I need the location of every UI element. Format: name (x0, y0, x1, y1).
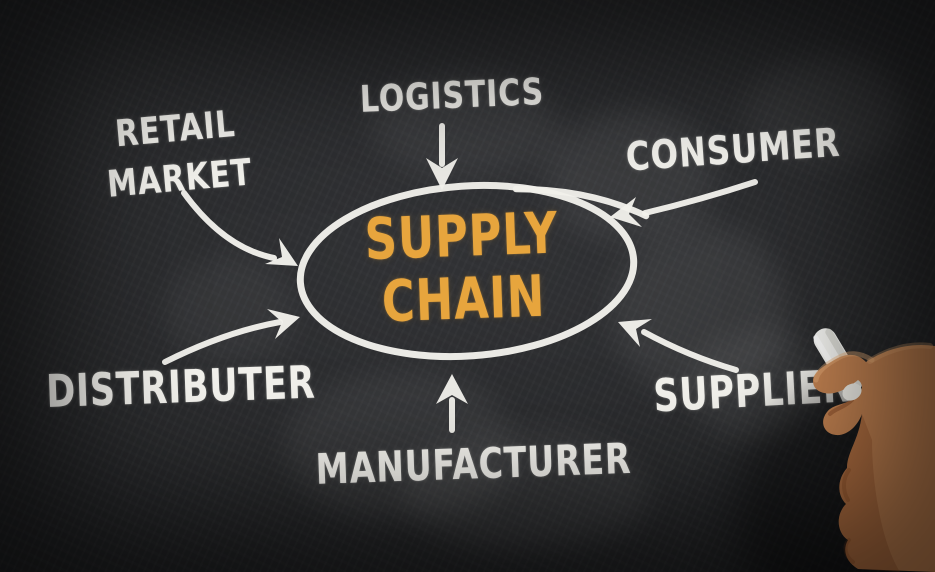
arrow-distributer-head (267, 309, 300, 339)
world-map-texture (400, 430, 650, 550)
hand-with-chalk (813, 328, 935, 572)
world-map-texture (745, 55, 905, 165)
arrow-consumer-head (610, 197, 642, 227)
hand-crease (828, 398, 854, 416)
arrow-manufacturer-head (436, 374, 468, 404)
center-ellipse (296, 181, 638, 361)
hand-shade (838, 414, 900, 572)
world-map-texture (285, 370, 515, 520)
chalk-tip (842, 383, 862, 401)
arrow-supplier-head (618, 319, 652, 347)
hand-silhouette (813, 344, 935, 572)
hand-highlight (813, 351, 875, 383)
arrow-distributer-shaft (162, 319, 283, 365)
world-map-texture (165, 255, 295, 365)
world-map-texture (690, 330, 820, 440)
center-ellipse-tail (512, 185, 650, 220)
arrow-retail-shaft (181, 190, 277, 261)
world-map-texture (610, 225, 790, 395)
arrow-retail-head (265, 238, 298, 266)
arrow-logistics-head (426, 158, 458, 190)
arrow-supplier-shaft (641, 329, 739, 373)
hand-highlight (867, 342, 933, 364)
arrow-consumer-shaft (642, 179, 758, 216)
hand-crease (843, 538, 855, 564)
hand-crease (842, 468, 851, 502)
world-map-texture (370, 75, 560, 175)
